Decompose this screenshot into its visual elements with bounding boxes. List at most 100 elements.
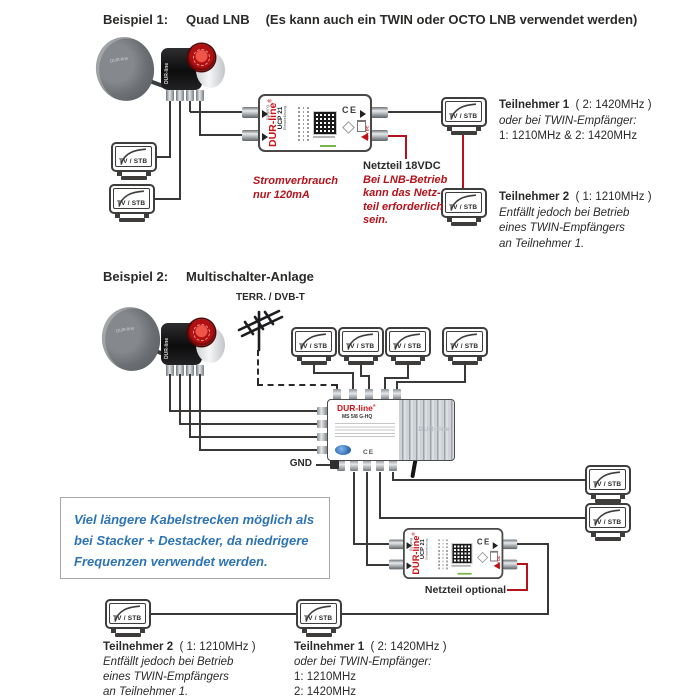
f-connector	[317, 407, 328, 415]
tv-frame: TV / STB	[338, 327, 384, 357]
cable-segment	[386, 111, 441, 113]
f-connector	[502, 559, 518, 570]
eco-label	[320, 144, 336, 147]
cable-segment	[547, 543, 549, 615]
cable-segment	[464, 363, 466, 383]
tv-screen: TV / STB	[300, 603, 337, 624]
f-connector	[196, 365, 204, 376]
signal-swoosh-icon	[114, 605, 140, 622]
signal-swoosh-icon	[347, 333, 373, 350]
teilnehmer1-text: Teilnehmer 1 ( 2: 1420MHz ) oder bei TWI…	[499, 99, 652, 142]
cable-segment	[155, 198, 181, 200]
loopthrough-cable-segment	[462, 134, 464, 188]
cable-segment	[379, 517, 585, 519]
tv-screen: TV / STB	[445, 192, 482, 213]
tv-stand	[306, 633, 332, 637]
tv-stb-receiver: TV / STB	[105, 599, 151, 637]
cable-segment	[368, 375, 370, 389]
tv-stb-receiver: TV / STB	[585, 503, 631, 541]
tv-stb-receiver: TV / STB	[338, 327, 384, 365]
cable-segment	[199, 374, 201, 451]
cable-segment	[379, 472, 381, 519]
eco-label	[457, 572, 472, 575]
netzteil-optional-label: Netzteil optional	[424, 584, 506, 596]
quad-lnb: DUR-line	[161, 44, 236, 102]
f-connector	[242, 130, 259, 141]
tv-screen: TV / STB	[589, 469, 626, 490]
tv-frame: TV / STB	[105, 599, 151, 629]
tv-screen: TV / STB	[389, 331, 426, 352]
f-connector	[350, 460, 358, 471]
cable-segment	[353, 543, 390, 545]
power-cable-segment	[405, 135, 407, 159]
tv-stand	[452, 361, 478, 365]
cable-segment	[396, 381, 466, 383]
ce-mark: CE	[476, 537, 491, 547]
tv-frame: TV / STB	[585, 503, 631, 533]
power-supply-title: Netzteil 18VDC	[363, 160, 441, 172]
tv-stb-receiver: TV / STB	[111, 142, 157, 180]
example2-heading-title: Multischalter-Anlage	[186, 269, 314, 284]
lnb-brand-label: DUR-line	[164, 337, 170, 359]
tv-stand	[595, 537, 621, 541]
tv-stb-receiver: TV / STB	[109, 184, 155, 222]
f-connector	[176, 90, 184, 101]
f-connector	[186, 90, 194, 101]
cable-segment	[384, 377, 386, 389]
signal-swoosh-icon	[451, 333, 477, 350]
f-connector	[186, 365, 194, 376]
f-connector	[388, 539, 404, 550]
ground-wire	[316, 464, 332, 466]
tv-stb-receiver: TV / STB	[441, 188, 487, 226]
tv-stb-receiver: TV / STB	[296, 599, 342, 637]
cable-segment	[342, 613, 549, 615]
tv-screen: TV / STB	[109, 603, 146, 624]
example1-heading-label: Beispiel 1:	[103, 12, 169, 27]
signal-arrow-icon	[262, 133, 272, 141]
ce-mark: CE	[363, 449, 375, 456]
signal-swoosh-icon	[120, 148, 146, 165]
tv-stand	[119, 218, 145, 222]
power-cable-segment	[517, 563, 528, 565]
signal-swoosh-icon	[594, 471, 620, 488]
lnb-logo-badge	[188, 319, 215, 346]
cable-segment	[384, 377, 409, 379]
example1-heading-title: Quad LNB	[186, 12, 250, 27]
tv-stand	[451, 131, 477, 135]
f-connector	[242, 107, 259, 118]
tv-stand	[348, 361, 374, 365]
f-connector	[365, 389, 373, 400]
tv-stb-label: TV / STB	[450, 343, 479, 350]
power-arrow-icon	[357, 133, 368, 141]
power-supply-note: Netzteil 18VDC Bei LNB-Betrieb kann das …	[363, 160, 448, 226]
tv-screen: TV / STB	[113, 188, 150, 209]
tv-stb-label: TV / STB	[119, 158, 148, 165]
f-connector	[317, 420, 328, 428]
tv-stb-label: TV / STB	[346, 343, 375, 350]
cable-segment	[169, 410, 317, 412]
power-label: 18V DC	[364, 125, 370, 140]
cable-segment	[366, 472, 368, 566]
signal-swoosh-icon	[450, 103, 476, 120]
f-connector	[166, 90, 174, 101]
f-connector	[333, 389, 341, 400]
tv-frame: TV / STB	[111, 142, 157, 172]
cable-segment	[392, 472, 394, 481]
tv-screen: TV / STB	[342, 331, 379, 352]
signal-arrow-icon	[406, 542, 416, 550]
ce-mark: CE	[342, 105, 358, 115]
terr-cable-dashed	[257, 350, 259, 384]
teilnehmer1-text: Teilnehmer 1 ( 2: 1420MHz ) oder bei TWI…	[294, 641, 447, 698]
f-connector	[337, 460, 345, 471]
tv-frame: TV / STB	[585, 465, 631, 495]
cable-segment	[189, 374, 191, 438]
f-connector	[363, 460, 371, 471]
f-connector	[317, 433, 328, 441]
power-arrow-icon	[490, 562, 500, 570]
tv-stand	[121, 176, 147, 180]
tv-stb-receiver: TV / STB	[441, 97, 487, 135]
tv-stand	[451, 222, 477, 226]
